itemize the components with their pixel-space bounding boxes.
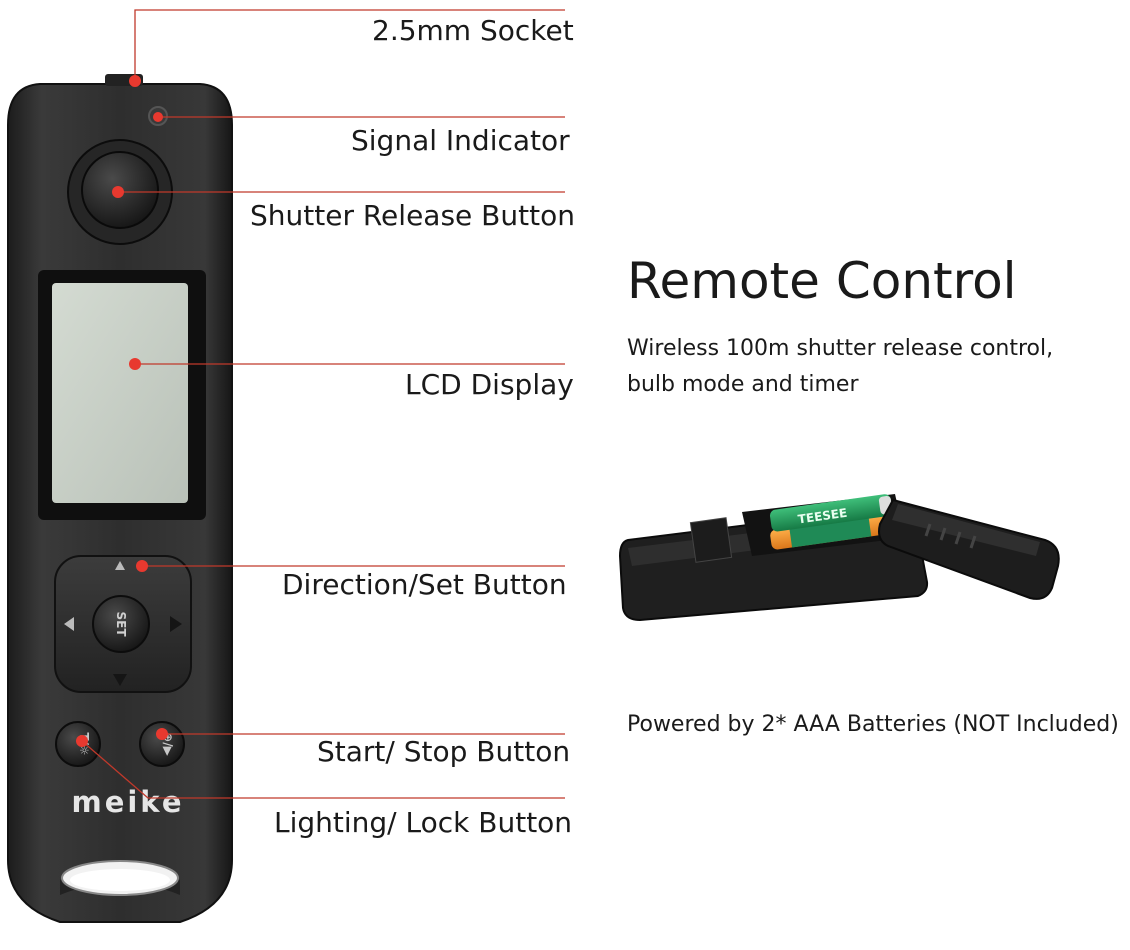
label-start-stop: Start/ Stop Button	[317, 735, 571, 768]
lcd-screen	[38, 270, 206, 520]
brand-logo: meike	[71, 785, 184, 819]
battery-label: TEESEE	[797, 506, 848, 527]
description-line-2: bulb mode and timer	[627, 372, 859, 397]
battery-compartment-image: TEESEE	[618, 494, 1060, 622]
label-lighting-lock: Lighting/ Lock Button	[274, 806, 573, 839]
label-lcd-display: LCD Display	[405, 368, 574, 401]
label-signal-indicator: Signal Indicator	[351, 124, 570, 157]
set-key-label: SET	[114, 611, 128, 637]
label-socket: 2.5mm Socket	[372, 14, 574, 47]
callout-dots	[76, 75, 168, 747]
leader-lines	[81, 9, 565, 799]
set-button[interactable]: SET	[92, 595, 150, 653]
label-shutter-release: Shutter Release Button	[250, 199, 575, 232]
battery-note: Powered by 2* AAA Batteries (NOT Include…	[627, 712, 1119, 737]
description-line-1: Wireless 100m shutter release control,	[627, 336, 1054, 361]
page-title: Remote Control	[627, 252, 1017, 310]
label-direction-set: Direction/Set Button	[282, 568, 567, 601]
